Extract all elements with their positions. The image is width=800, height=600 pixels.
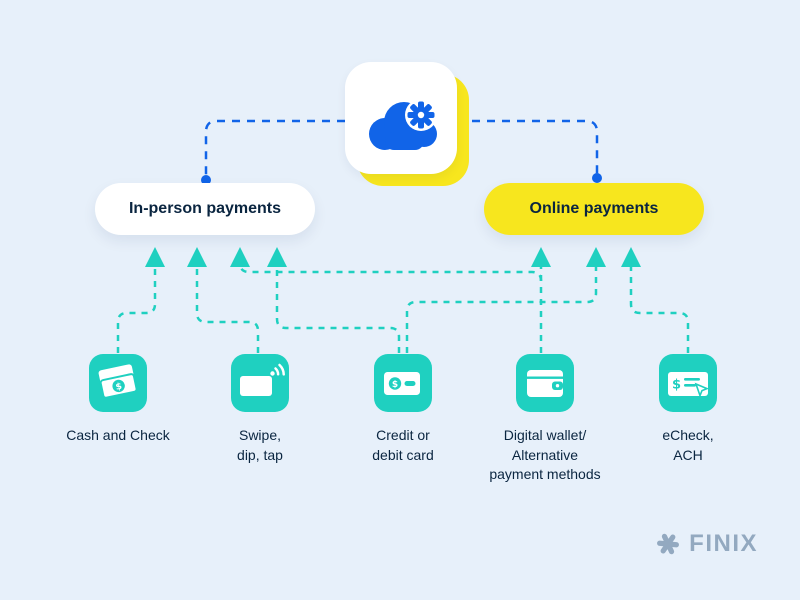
gear-icon xyxy=(407,101,435,129)
connector-cloud-to-in-person xyxy=(204,119,345,176)
echeck-icon: $ xyxy=(659,354,717,412)
swipe-card-icon xyxy=(231,354,289,412)
finix-logo-text: FINIX xyxy=(689,530,758,557)
in-person-payments-label: In-person payments xyxy=(128,200,282,217)
method-credit-or-debit-card: $ Credit or debit card xyxy=(328,354,478,465)
method-echeck-ach: $ eCheck, ACH xyxy=(613,354,763,465)
finix-spark-icon xyxy=(657,533,680,555)
connector-credit-to-in-person xyxy=(267,247,401,353)
method-label: Credit or debit card xyxy=(372,427,434,463)
method-cash-and-check: $ Cash and Check xyxy=(43,354,193,446)
svg-text:$: $ xyxy=(672,378,681,393)
cash-icon: $ xyxy=(89,354,147,412)
connector-cloud-to-online xyxy=(457,119,599,174)
cloud-gear-icon xyxy=(369,99,437,150)
in-person-connector-dot xyxy=(201,175,211,185)
wallet-icon xyxy=(516,354,574,412)
online-connector-dot xyxy=(592,173,602,183)
online-payments-pill: Online payments xyxy=(484,183,704,235)
method-label: Cash and Check xyxy=(66,427,170,443)
connector-echeck-to-online xyxy=(621,247,690,353)
connector-wallet-to-in-person xyxy=(230,247,543,282)
connector-cash-to-in-person xyxy=(116,247,165,353)
connector-credit-to-online xyxy=(405,247,606,353)
finix-logo: FINIX xyxy=(655,530,758,558)
method-label: eCheck, ACH xyxy=(662,427,714,463)
connector-swipe-to-in-person xyxy=(187,247,260,353)
online-payments-label: Online payments xyxy=(529,200,659,217)
credit-card-icon: $ xyxy=(374,354,432,412)
method-digital-wallet: Digital wallet/ Alternative payment meth… xyxy=(470,354,620,485)
method-label: Swipe, dip, tap xyxy=(237,427,283,463)
svg-text:$: $ xyxy=(392,380,398,390)
cloud-card xyxy=(345,62,457,174)
svg-text:$: $ xyxy=(115,382,123,393)
in-person-payments-pill: In-person payments xyxy=(95,183,315,235)
method-swipe-dip-tap: Swipe, dip, tap xyxy=(185,354,335,465)
method-label: Digital wallet/ Alternative payment meth… xyxy=(489,427,601,483)
cursor-icon xyxy=(694,382,710,398)
